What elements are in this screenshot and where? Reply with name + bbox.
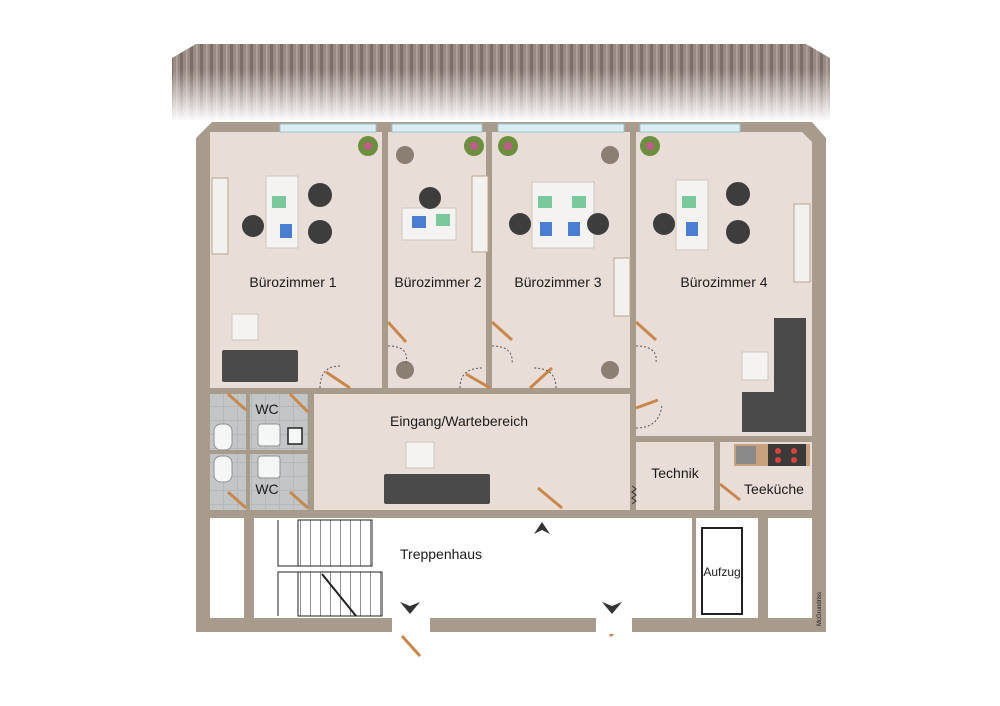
office4-desks [653, 179, 750, 251]
room-label-office1: Bürozimmer 1 [249, 274, 336, 290]
office1-desks [242, 175, 332, 249]
room-label-kitchen: Teeküche [744, 481, 804, 497]
roof-shading [172, 44, 830, 122]
room-label-wc-top: WC [255, 401, 278, 417]
room-label-office2: Bürozimmer 2 [394, 274, 481, 290]
kitchen-counter [734, 444, 810, 466]
pillar-icon [396, 146, 619, 379]
office2-desks [401, 187, 457, 241]
staircase-icon [277, 519, 383, 617]
room-label-stairwell: Treppenhaus [400, 546, 482, 562]
room-label-office3: Bürozimmer 3 [514, 274, 601, 290]
room-label-wc-bottom: WC [255, 481, 278, 497]
plant-icon [358, 136, 660, 156]
door-swing-arcs [319, 345, 663, 429]
room-label-technik: Technik [651, 465, 699, 481]
interior-walls [210, 128, 812, 618]
elevator-shaft [701, 527, 743, 615]
bookshelf-icon [211, 175, 811, 317]
entrance-openings [392, 616, 632, 634]
room-label-elevator: Aufzug [703, 565, 740, 579]
sofa-icon [222, 318, 806, 504]
coffee-table-icon [231, 313, 769, 469]
watermark-text: McGrundriss [817, 592, 823, 626]
office3-desks [509, 181, 609, 249]
room-label-office4: Bürozimmer 4 [680, 274, 767, 290]
entry-arrow-icon [400, 522, 622, 614]
heater-icon [631, 485, 637, 505]
windows [279, 123, 741, 133]
wc-fixtures [213, 423, 303, 483]
room-label-entrance: Eingang/Wartebereich [390, 413, 528, 429]
